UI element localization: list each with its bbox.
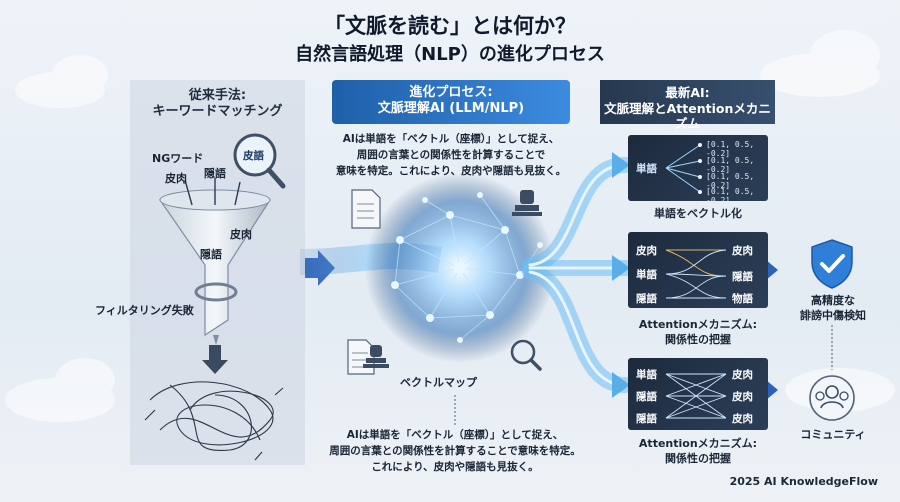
panel3-left-word-1: 単語 [636,369,657,381]
detection-outcome: 高精度な 誹謗中傷検知 [786,294,880,324]
panel2-left-word-3: 隠語 [636,293,657,305]
vectorize-panel: 単語 [0.1, 0.5, -0.2] [0.1, 0.5, -0.2] [0.… [628,135,768,205]
tangled-lines-icon [144,381,284,461]
middle-description-top: AIは単語を「ベクトル（座標）」として捉え、 周囲の言葉との関係性を計算すること… [320,132,582,179]
word-hiniku: 皮肉 [165,172,187,185]
middle-header: 進化プロセス: 文脈理解AI (LLM/NLP) [332,80,570,124]
desc-top-line2: 周囲の言葉との関係性を計算することで [356,148,546,161]
word-ingo: 隠語 [204,167,226,180]
panel3-left-word-3: 隠語 [636,413,657,425]
panel2-right-word-3: 物語 [732,293,753,305]
vector-3: [0.1, 0.5, -0.2] [706,172,755,190]
funnel-word-1: 皮肉 [230,228,252,241]
vector-1: [0.1, 0.5, -0.2] [706,140,755,158]
vector-map-label: ベクトルマップ [400,376,477,389]
desc-top-line3: 意味を特定。これにより、皮肉や隠語も見抜く。 [335,164,567,177]
attention-lines-2 [665,373,727,419]
ng-word-label: NGワード [152,152,204,165]
vector-4: [0.1, 0.5, -0.2] [706,187,755,205]
vector-2: [0.1, 0.5, -0.2] [706,156,755,174]
stream-arrowheads [612,152,630,398]
funnel-arrows [184,178,241,206]
middle-description-bottom: AIは単語を「ベクトル（座標）」として捉え、 周囲の言葉との関係性を計算すること… [305,428,605,475]
attention-panel-2: 単語 隠語 隠語 皮肉 皮肉 皮肉 [628,358,768,430]
middle-header-line2: 文脈理解AI (LLM/NLP) [377,101,525,117]
page-title: 「文脈を読む」とは何か？ [324,14,576,38]
left-header-line1: 従来手法: [188,88,247,103]
panel2-caption-line1: Attentionメカニズム: [638,318,758,331]
right-header-line1: 最新AI: [665,85,710,100]
community-label: コミュニティ [800,428,866,441]
panel2-left-word-2: 単語 [636,269,657,281]
stamp-icon [363,190,542,368]
attention-panel-1: 皮肉 単語 隠語 皮肉 隠語 物語 [628,232,768,308]
page-subtitle: 自然言語処理（NLP）の進化プロセス [295,44,605,65]
panel1-caption: 単語をベクトル化 [654,207,742,220]
panel3-right-word-3: 皮肉 [732,413,753,425]
panel2-caption: Attentionメカニズム: 関係性の把握 [622,318,774,348]
panel2-right-word-1: 皮肉 [732,245,753,257]
panel3-caption: Attentionメカニズム: 関係性の把握 [622,437,774,467]
right-header: 最新AI: 文脈理解とAttentionメカニズム [600,80,775,131]
magnifier-icon [233,133,286,189]
desc-bottom-line3: これにより、皮肉や隠語も見抜く。 [371,460,539,473]
panel3-caption-line2: 関係性の把握 [665,451,731,465]
panel2-right-word-2: 隠語 [732,271,753,283]
community-icon [809,375,855,421]
shield-check-icon [811,239,853,289]
funnel-word-2: 隠語 [200,248,222,261]
neural-network-icon [365,173,555,363]
detection-line2: 誹謗中傷検知 [800,308,866,322]
panel3-right-word-1: 皮肉 [732,369,753,381]
magnifier-word: 皮語 [243,150,264,162]
vector-fan-lines [665,143,702,194]
panel3-left-word-2: 隠語 [636,391,657,403]
funnel-icon [159,189,271,345]
right-header-line2: 文脈理解とAttentionメカニズム [604,100,771,132]
middle-header-line1: 進化プロセス: [409,85,493,100]
filtering-failed-label: フィルタリング失敗 [95,304,194,317]
desc-bottom-line2: 周囲の言葉との関係性を計算することで意味を特定。 [329,444,581,457]
panel3-right-word-2: 皮肉 [732,391,753,403]
panel3-caption-line1: Attentionメカニズム: [638,437,758,450]
footer-credit: 2025 AI KnowledgeFlow [729,475,878,488]
detection-line1: 高精度な [811,294,855,307]
panel1-word: 単語 [636,163,657,175]
desc-top-line1: AIは単語を「ベクトル（座標）」として捉え、 [342,133,560,145]
left-header: 従来手法: キーワードマッチング [135,88,300,121]
panel2-caption-line2: 関係性の把握 [665,332,731,346]
attention-lines-1 [665,249,727,299]
desc-bottom-line1: AIは単語を「ベクトル（座標）」として捉え、 [346,429,564,441]
search-icon [510,339,542,371]
left-header-line2: キーワードマッチング [152,104,283,120]
panel2-left-word-1: 皮肉 [636,245,657,257]
down-arrow-icon [202,345,228,374]
